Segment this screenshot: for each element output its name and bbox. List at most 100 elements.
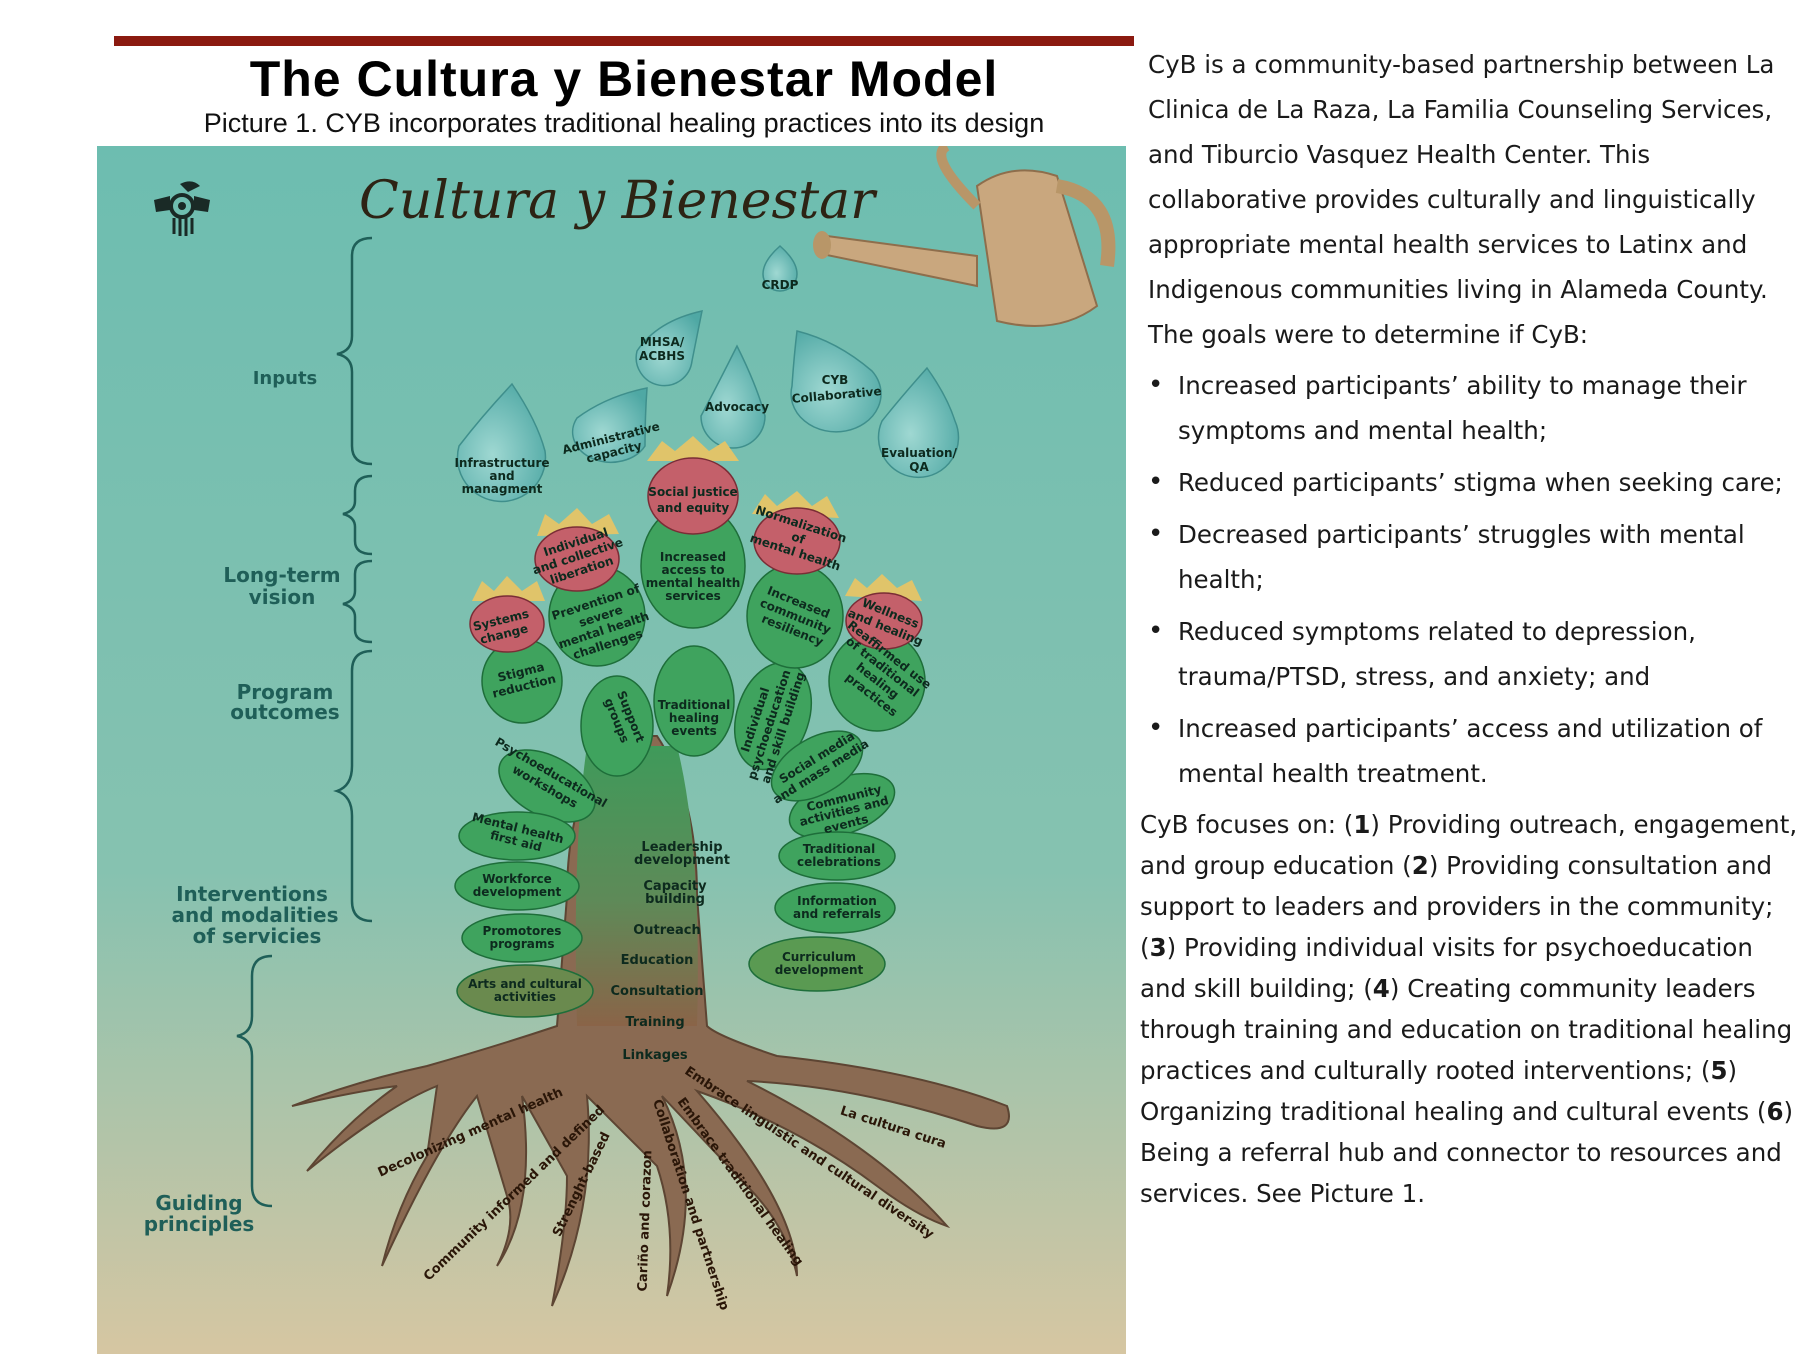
focus-number: 1 [1353, 810, 1371, 839]
input-drops [456, 244, 960, 503]
label-program: Program [237, 680, 334, 704]
goals-list: Increased participants’ ability to manag… [1148, 363, 1798, 796]
vision-label-social-justice: Social justice [648, 485, 737, 499]
drop-label-advocacy: Advocacy [705, 400, 769, 414]
poster-title: Cultura y Bienestar [359, 171, 878, 231]
intervention-label-celebrations: celebrations [797, 855, 881, 869]
intervention-label-healing: healing [669, 711, 719, 725]
focus-text: ) Providing individual visits for psycho… [1140, 933, 1753, 1003]
focus-text: ) Creating community leaders through tra… [1140, 974, 1793, 1085]
label-vision: vision [249, 585, 316, 609]
focus-paragraph: CyB focuses on: (1) Providing outreach, … [1140, 804, 1798, 1214]
label-interventions: Interventions [176, 882, 328, 906]
intervention-leaves [454, 645, 896, 1018]
intervention-label-development: development [473, 885, 562, 899]
drop-label-acbhs: ACBHS [639, 349, 685, 363]
page-title: The Cultura y Bienestar Model [249, 51, 999, 107]
drop-evaluation [877, 366, 960, 479]
flower-wellness [845, 574, 923, 650]
vision-flowers [469, 436, 923, 653]
drop-mhsa [635, 310, 703, 387]
label-servicies: of servicies [193, 924, 322, 948]
drop-label-and: and [489, 469, 514, 483]
leaf-mental-health-first-aid [458, 811, 576, 861]
vision-label-of: of [790, 529, 808, 547]
focus-number: 6 [1766, 1097, 1784, 1126]
focus-number: 2 [1411, 851, 1429, 880]
drop-advocacy [700, 344, 766, 449]
watering-can-icon [813, 146, 1116, 327]
title-rule [114, 36, 1134, 46]
label-guiding: Guiding [155, 1191, 242, 1215]
label-principles: principles [144, 1212, 255, 1236]
drop-label-evaluation: Evaluation/ [881, 446, 958, 460]
picture-caption: Picture 1. CYB incorporates traditional … [203, 108, 1045, 138]
drop-label-managment: managment [462, 482, 543, 496]
drop-administrative [571, 387, 648, 463]
list-item: Increased participants’ ability to manag… [1148, 363, 1798, 453]
flower-social-justice [647, 436, 739, 535]
list-item: Reduced participants’ stigma when seekin… [1148, 460, 1798, 505]
drop-label-crdp: CRDP [762, 278, 799, 292]
focus-number: 4 [1372, 974, 1390, 1003]
root-label-carino: Cariño and corazon [636, 1150, 656, 1292]
flower-systems-change [469, 576, 545, 653]
leaf-arts-cultural [456, 964, 594, 1018]
focus-lead: CyB focuses on: ( [1140, 810, 1354, 839]
focus-text: ) Providing outreach, engagement, and gr… [1140, 810, 1798, 880]
intervention-label-curriculum-dev: development [775, 963, 864, 977]
outcome-label-access-to: access to [662, 563, 725, 577]
trunk-label-capacity: Capacity [643, 879, 707, 894]
trunk-label-building: building [645, 892, 705, 907]
leaf-traditional-healing-events [653, 645, 735, 757]
focus-text: ) Providing consultation and support to … [1140, 851, 1774, 962]
trunk-label-leadership: Leadership [641, 840, 722, 855]
label-long-term: Long-term [223, 563, 340, 587]
focus-text: ) Organizing traditional healing and cul… [1140, 1056, 1767, 1126]
intro-paragraph: CyB is a community-based partnership bet… [1148, 50, 1775, 349]
trunk-label-education: Education [621, 953, 694, 968]
intervention-label-events: events [671, 724, 717, 738]
outcome-label-increased: Increased [660, 550, 726, 564]
focus-number: 5 [1710, 1056, 1728, 1085]
intervention-label-traditional: Traditional [658, 698, 730, 712]
label-inputs: Inputs [253, 368, 318, 389]
intervention-label-referrals: and referrals [793, 907, 881, 921]
intervention-label-arts: Arts and cultural [468, 977, 582, 991]
drop-label-cyb: CYB [822, 373, 849, 387]
label-outcomes: outcomes [230, 700, 339, 724]
bird-logo-icon [154, 181, 210, 236]
leaf-workforce-development [454, 861, 580, 911]
trunk-label-consultation: Consultation [610, 984, 703, 999]
vision-label-equity: and equity [657, 501, 730, 515]
focus-text: ) Being a referral hub and connector to … [1140, 1097, 1794, 1208]
side-braces [236, 236, 373, 1208]
leaf-curriculum-development [748, 936, 886, 992]
trunk-label-linkages: Linkages [622, 1048, 688, 1063]
leaf-social-media [770, 730, 864, 802]
intervention-label-programs: programs [489, 937, 554, 951]
flower-normalization [752, 491, 841, 575]
intervention-label-activities-2: activities [494, 990, 556, 1004]
leaf-promotores-programs [461, 913, 583, 963]
drop-label-infrastructure: Infrastructure [454, 456, 549, 470]
outcome-label-services: services [665, 589, 721, 603]
intervention-label-information: Information [797, 894, 877, 908]
trunk-label-training: Training [625, 1015, 684, 1030]
intervention-label-workforce: Workforce [482, 872, 552, 886]
description-panel: CyB is a community-based partnership bet… [1140, 42, 1798, 1214]
drop-cyb-collaborative [790, 330, 882, 433]
intervention-label-curriculum: Curriculum [782, 950, 856, 964]
intervention-label-traditional-2: Traditional [803, 842, 875, 856]
flower-individual-liberation [534, 508, 620, 592]
focus-number: 3 [1149, 933, 1167, 962]
trunk-label-development: development [634, 853, 730, 868]
leaf-information-referrals [774, 882, 896, 934]
intervention-label-promotores: Promotores [483, 924, 562, 938]
drop-label-mhsa: MHSA/ [640, 335, 685, 349]
leaf-support-groups [580, 675, 654, 777]
cyb-tree-illustration: Cultura y Bienestar Inputs Long-term vis… [97, 146, 1126, 1354]
list-item: Reduced symptoms related to depression, … [1148, 609, 1798, 699]
drop-infrastructure [456, 382, 547, 503]
drop-label-qa: QA [909, 460, 929, 474]
